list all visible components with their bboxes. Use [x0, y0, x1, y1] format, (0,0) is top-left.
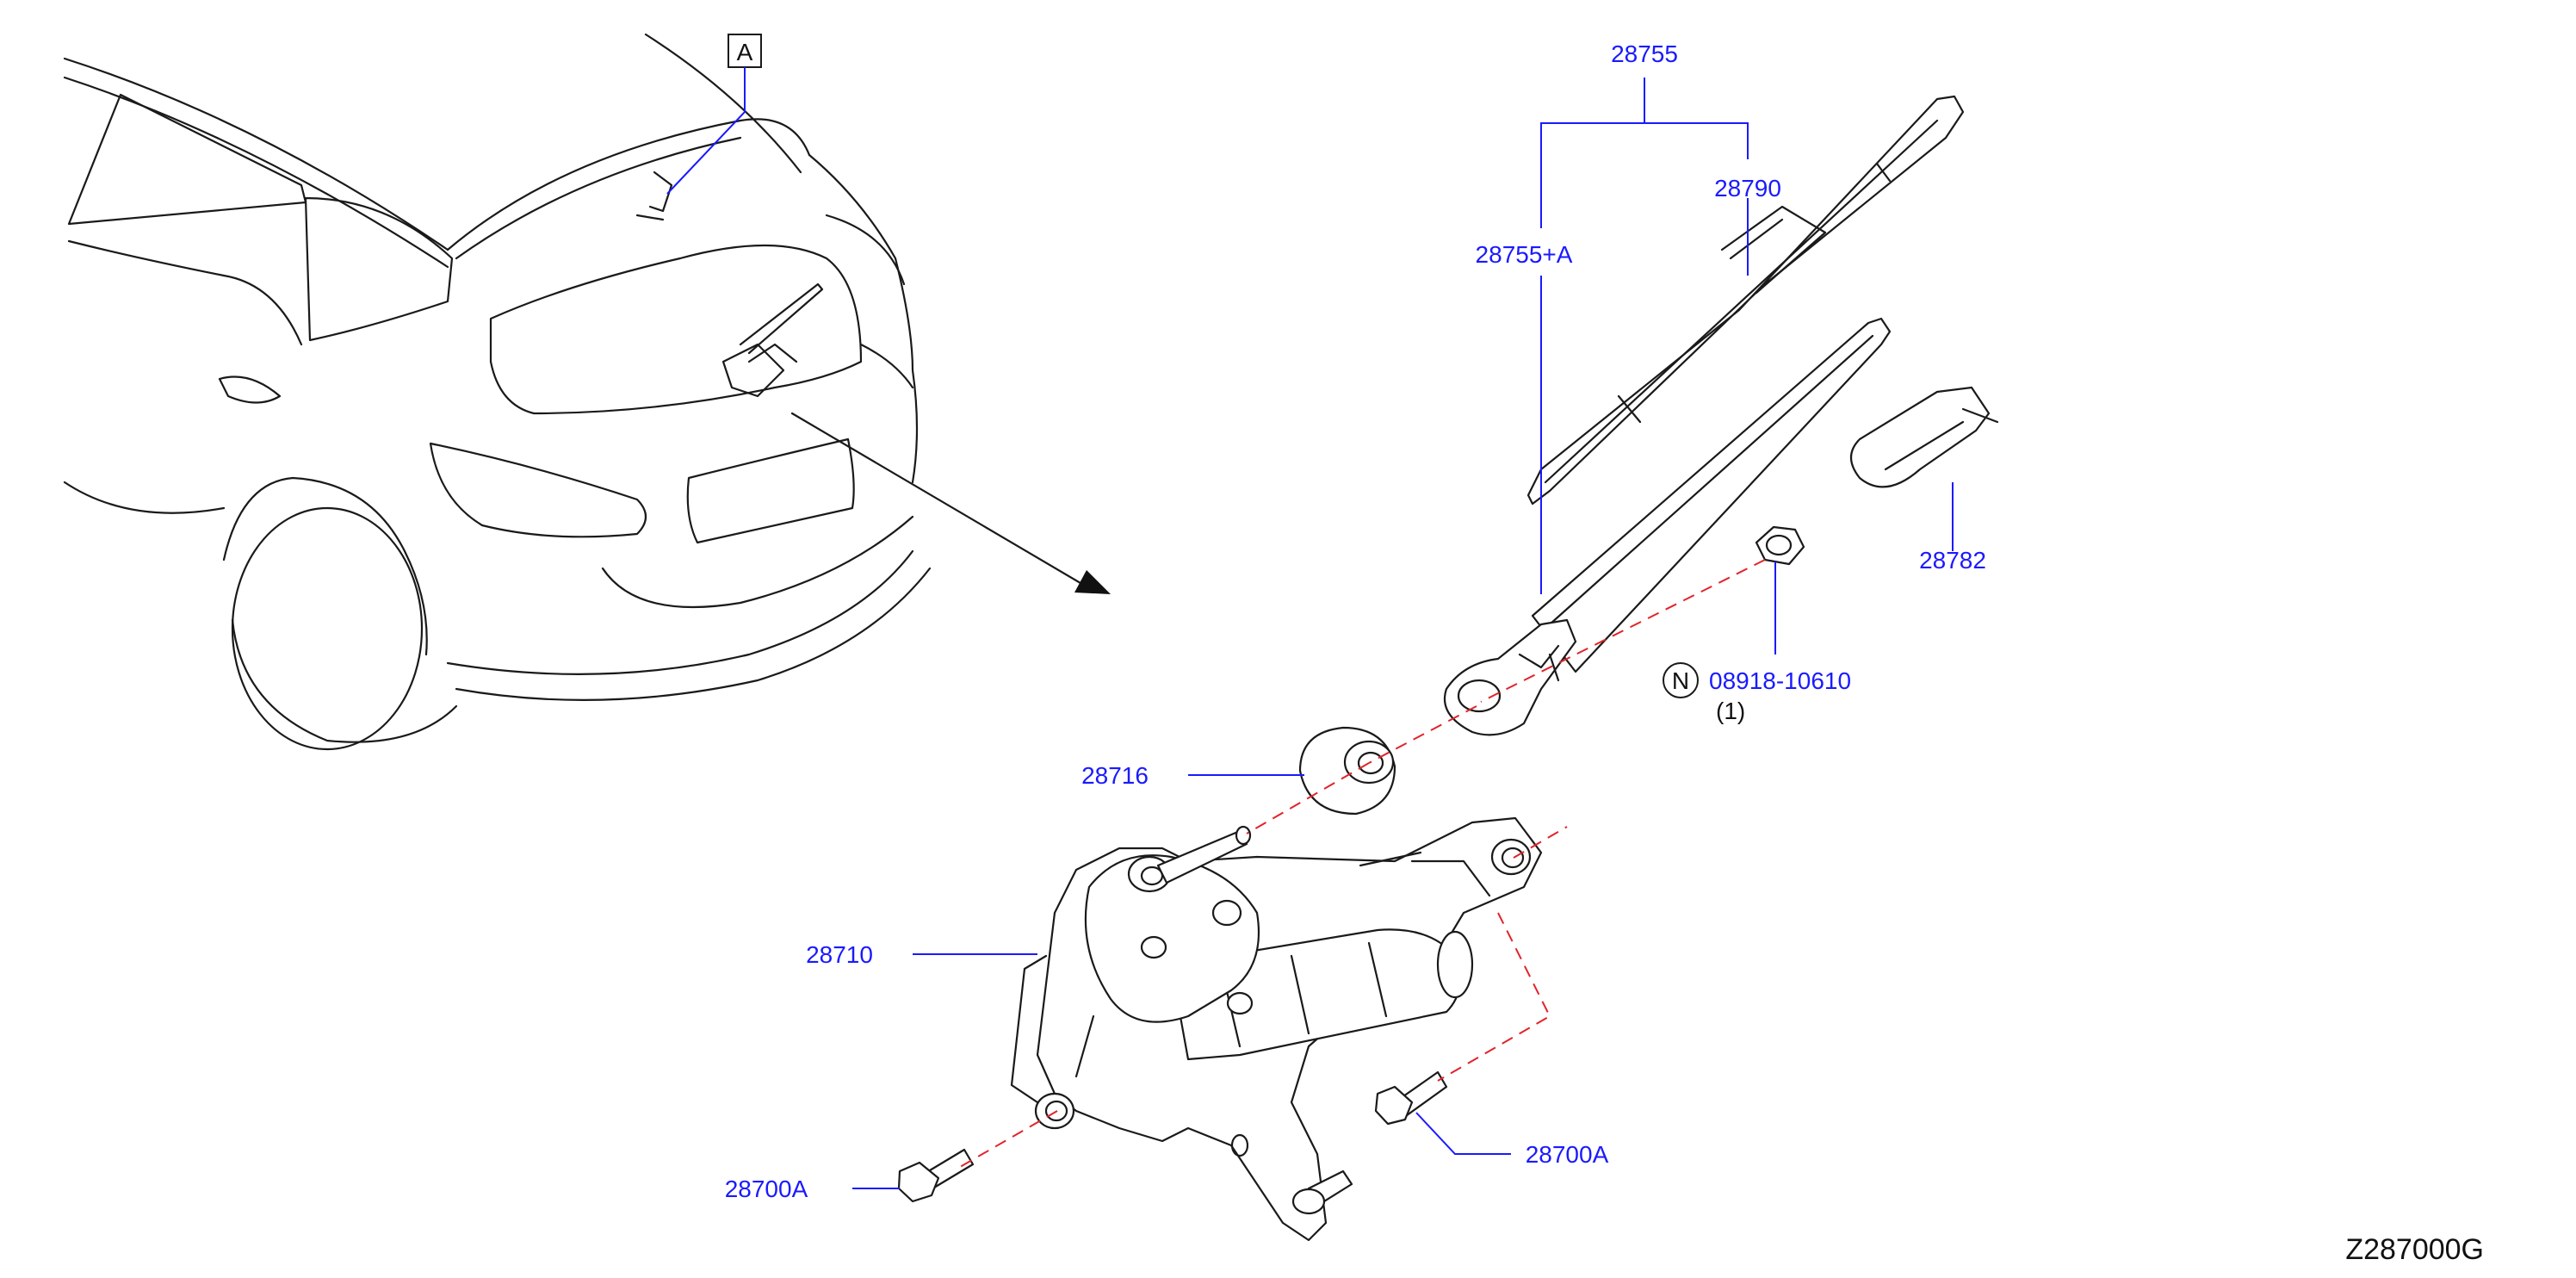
wiper-arm [1443, 317, 1892, 736]
view-marker: A [666, 34, 762, 195]
pivot-cap [1298, 726, 1396, 816]
label-28782: 28782 [1919, 547, 1986, 574]
label-28700A-left: 28700A [725, 1176, 808, 1202]
mounting-bolt-left [897, 1148, 975, 1203]
mounting-bolt-right [1374, 1070, 1448, 1126]
nut-symbol-circle [1663, 662, 1699, 698]
label-28790: 28790 [1714, 175, 1781, 202]
part-labels: 28755 28790 28755+A 28782 N 08918-10610 … [725, 40, 1986, 1202]
label-28716: 28716 [1081, 762, 1149, 789]
view-marker-letter: A [737, 39, 753, 65]
label-08918-10610: 08918-10610 [1709, 667, 1851, 694]
leader-lines [852, 78, 1954, 1189]
nut [1755, 525, 1805, 566]
wiper-blade [1526, 95, 1965, 506]
vehicle-rear-illustration [63, 33, 932, 751]
label-28700A-right: 28700A [1526, 1141, 1609, 1168]
nut-symbol: N [1672, 667, 1689, 694]
label-28710: 28710 [806, 941, 873, 968]
label-28755-A: 28755+A [1476, 241, 1573, 268]
detail-arrow [790, 412, 1111, 594]
blade-cap [1849, 386, 1999, 488]
wiper-motor [1010, 816, 1543, 1242]
diagram-code: Z287000G [2345, 1233, 2484, 1266]
label-28755: 28755 [1611, 40, 1678, 67]
label-nut-quantity: (1) [1716, 698, 1745, 724]
assembly-axes [955, 559, 1766, 1170]
